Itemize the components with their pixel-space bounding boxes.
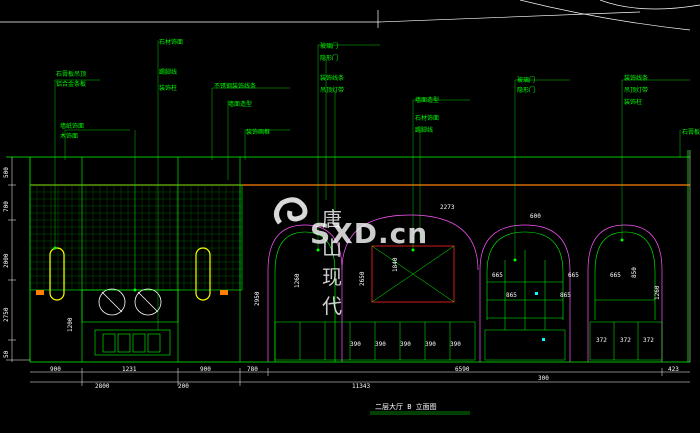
base-cabinets: [274, 321, 663, 361]
dim-label: 700: [3, 201, 10, 212]
annotation-label: 装饰线条: [320, 75, 345, 82]
annotation-label: 木饰面: [60, 133, 79, 140]
oval-wall-lights: [49, 247, 211, 301]
left-columns: [81, 157, 241, 362]
annotation-label: 装饰画框: [246, 129, 271, 136]
drawing-title: 二层大厅 B 立面图: [375, 403, 437, 411]
round-mirrors: [98, 288, 162, 316]
dim-label: 372: [596, 337, 607, 344]
arches: [267, 214, 663, 362]
annotation-label: 墙面造型: [228, 101, 253, 108]
dim-label: 780: [247, 366, 258, 373]
annotation-label: 石膏板吊顶: [56, 71, 87, 78]
dim-label: 865: [560, 292, 571, 299]
dim-label: 390: [375, 341, 386, 348]
annotation-label: 玻璃门: [517, 77, 536, 84]
dim-label: 2950: [254, 291, 261, 306]
annotation-label: 吊顶灯带: [624, 87, 649, 94]
top-border-lines: [0, 0, 700, 31]
watermark-swirl-icon: [274, 197, 308, 225]
shelves: [487, 250, 655, 330]
dim-label: 2273: [440, 204, 455, 211]
dim-label: 900: [200, 366, 211, 373]
annotation-label: 石材饰面: [415, 115, 440, 122]
dim-label: 665: [568, 272, 579, 279]
annotation-label: 装饰柱: [624, 99, 643, 106]
dim-label: 6590: [455, 366, 470, 373]
dim-label: 423: [668, 366, 679, 373]
annotation-label: 吊顶灯带: [320, 87, 345, 94]
annotation-label: 踢脚线: [415, 127, 434, 134]
dim-label: 2650: [359, 271, 366, 286]
dim-label: 372: [620, 337, 631, 344]
annotation-label: 墙纸饰面: [60, 123, 85, 130]
dim-label: 2750: [3, 307, 10, 322]
dim-label: 11343: [352, 383, 371, 390]
dim-label: 50: [3, 350, 10, 358]
dim-label: 600: [530, 213, 541, 220]
watermark-chinese: 唐山现代: [322, 207, 345, 318]
annotation-label: 墙面造型: [415, 97, 440, 104]
annotation-label: 踢脚线: [159, 69, 178, 76]
dim-label: 865: [506, 292, 517, 299]
dim-label: 200: [178, 383, 189, 390]
dim-label: 900: [50, 366, 61, 373]
dim-label: 500: [3, 167, 10, 178]
dim-label: 1200: [67, 317, 74, 332]
dim-label: 665: [492, 272, 503, 279]
dim-label: 1231: [122, 366, 137, 373]
dim-label: 390: [400, 341, 411, 348]
dim-label: 2800: [95, 383, 110, 390]
annotation-label: 玻璃门: [320, 43, 339, 50]
annotation-label: 石材饰面: [159, 39, 184, 46]
dim-label: 1840: [392, 257, 399, 272]
leader-lines: [54, 40, 690, 330]
annotation-label: 铝合金条板: [56, 81, 87, 88]
dim-label: 2000: [3, 253, 10, 268]
annotation-label: 装饰柱: [159, 85, 178, 92]
annotation-label: 不锈钢装饰线条: [214, 83, 257, 90]
watermark-english: SXD.cn: [310, 217, 429, 250]
dim-label: 390: [350, 341, 361, 348]
annotation-label: 隐形门: [517, 87, 536, 94]
dim-label: 390: [450, 341, 461, 348]
leader-dots: [53, 238, 624, 292]
tile-gridlines: [29, 184, 242, 291]
arch-inner: [274, 231, 656, 362]
dim-label: 372: [643, 337, 654, 344]
dim-label: 1260: [294, 273, 301, 288]
dim-ticks: [535, 292, 545, 341]
annotation-label: 装饰线条: [624, 75, 649, 82]
dim-label: 1260: [654, 285, 661, 300]
title-underline: [370, 411, 470, 415]
annotation-label: 石膏板吊顶: [682, 129, 700, 136]
dim-label: 300: [538, 375, 549, 382]
dim-label: 665: [610, 272, 621, 279]
wall-sconces: [36, 290, 228, 295]
dim-label: 390: [425, 341, 436, 348]
dim-label: 850: [631, 267, 638, 278]
annotation-label: 隐形门: [320, 55, 339, 62]
dimension-lines: [6, 150, 691, 386]
wall-frame: [6, 150, 690, 363]
painting-diagonals: [371, 245, 455, 303]
